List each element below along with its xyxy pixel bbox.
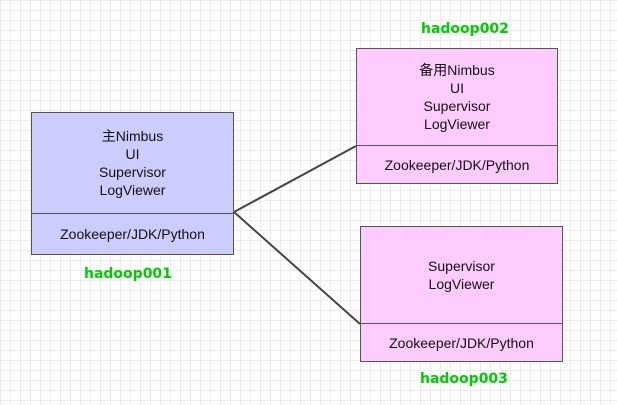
service-supervisor: Supervisor (99, 164, 166, 180)
node-hadoop003: Supervisor LogViewer Zookeeper/JDK/Pytho… (360, 226, 563, 362)
service-ui: UI (450, 80, 464, 96)
service-standby-nimbus: 备用Nimbus (419, 62, 495, 78)
service-ui: UI (125, 146, 140, 162)
service-supervisor: Supervisor (428, 258, 495, 274)
node-hadoop001: 主Nimbus UI Supervisor LogViewer Zookeepe… (31, 112, 234, 255)
service-logviewer: LogViewer (99, 182, 166, 198)
hostname-label-hadoop003: hadoop003 (420, 371, 508, 387)
hostname-label-hadoop001: hadoop001 (84, 266, 172, 282)
service-supervisor: Supervisor (423, 98, 491, 114)
service-list: 主Nimbus UI Supervisor LogViewer (32, 113, 233, 214)
service-logviewer: LogViewer (424, 116, 490, 132)
hostname-label-hadoop002: hadoop002 (421, 21, 509, 37)
base-layer: Zookeeper/JDK/Python (389, 334, 534, 351)
base-layer: Zookeeper/JDK/Python (384, 156, 530, 173)
node-hadoop002: 备用Nimbus UI Supervisor LogViewer Zookeep… (356, 48, 558, 184)
service-list: 备用Nimbus UI Supervisor LogViewer (357, 49, 557, 146)
service-logviewer: LogViewer (428, 276, 495, 292)
edge-hadoop001-hadoop002 (233, 145, 357, 213)
base-layer: Zookeeper/JDK/Python (60, 226, 205, 242)
service-list: Supervisor LogViewer (361, 227, 562, 324)
edge-hadoop001-hadoop003 (233, 211, 361, 325)
service-main-nimbus: 主Nimbus (101, 128, 164, 144)
